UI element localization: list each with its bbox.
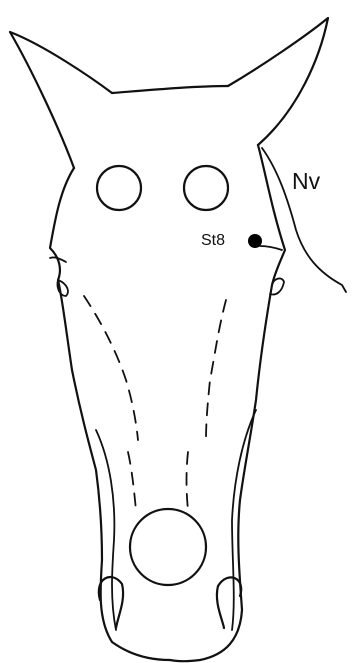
st8-label: St8 (201, 233, 225, 249)
st8-point (248, 234, 262, 248)
right-jaw-line (232, 410, 256, 630)
poll-line (112, 86, 228, 93)
left-eye-circle (97, 166, 141, 210)
nerve-label: Nv (292, 170, 320, 193)
muzzle-circle (130, 509, 206, 585)
right-nostril (217, 577, 241, 628)
right-eye-crease (260, 246, 282, 250)
head-outline-right (170, 145, 285, 661)
left-ear (10, 32, 112, 168)
right-ear (228, 18, 328, 145)
nasal-dash-right (187, 452, 189, 510)
right-facial-dash (206, 300, 226, 440)
head-outline-left (50, 168, 170, 660)
left-facial-dash (84, 296, 138, 440)
nasal-dash-left (128, 452, 136, 510)
right-eye-circle (184, 166, 228, 210)
